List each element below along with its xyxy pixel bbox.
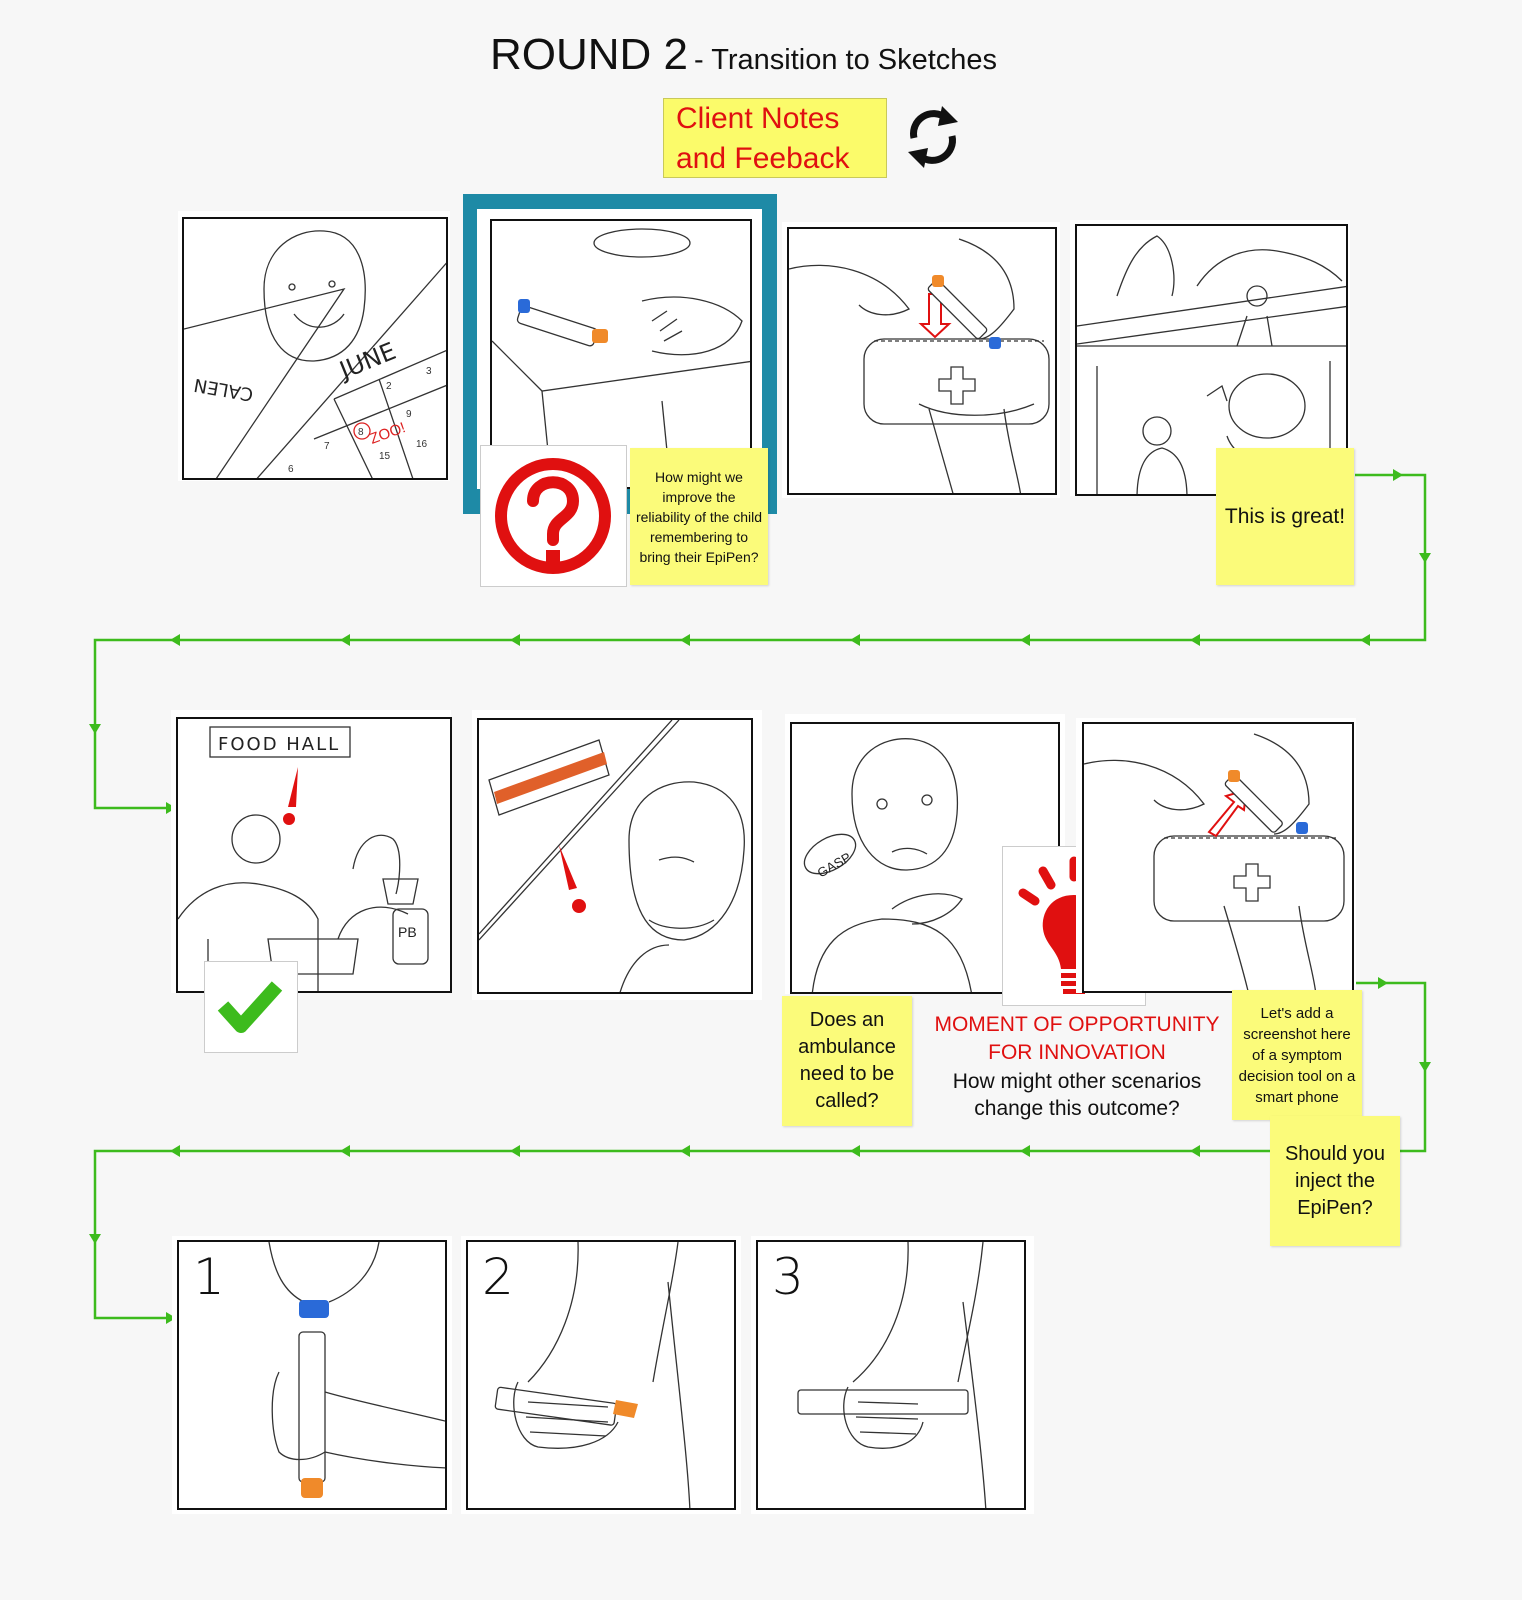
innovation-title-line1: MOMENT OF OPPORTUNITY	[934, 1013, 1220, 1036]
position-pen-sketch	[494, 1242, 691, 1508]
calendar-num-b: 3	[426, 366, 432, 377]
client-notes-label: Client Notes and Feeback	[663, 98, 887, 178]
innovation-question: How might other scenarios change this ou…	[926, 1068, 1228, 1122]
calendar-num-e: 15	[379, 451, 391, 462]
zoo-sketch	[1077, 235, 1346, 494]
orange-tip	[613, 1400, 638, 1418]
client-notes-line2: and Feeback	[676, 142, 850, 175]
question-icon-card	[480, 445, 627, 587]
calendar-zoo-note: ZOO!	[368, 419, 408, 448]
remove-cap-sketch	[268, 1242, 445, 1498]
innovation-title: MOMENT OF OPPORTUNITY FOR INNOVATION	[926, 1011, 1228, 1067]
storyboard-panel-reaction	[477, 718, 753, 994]
sticky-note-inject: Should you inject the EpiPen?	[1270, 1116, 1400, 1246]
step-number-3: 3	[772, 1248, 804, 1306]
date-circle	[353, 422, 371, 440]
step-panel-1: 1	[177, 1240, 447, 1510]
checkmark-icon	[217, 981, 283, 1033]
blue-safety-cap	[299, 1300, 329, 1318]
food-hall-sketch: FOOD HALL PB	[178, 726, 429, 991]
epipen-on-table-sketch	[492, 228, 750, 487]
sticky-note-reliability: How might we improve the reliability of …	[630, 448, 768, 585]
calendar-num-d: 7	[324, 441, 330, 452]
question-mark-icon	[495, 458, 611, 574]
sticky-note-great: This is great!	[1216, 448, 1354, 585]
gasp-text: GASP	[815, 849, 854, 880]
innovation-question-line1: How might other scenarios	[952, 1070, 1202, 1093]
innovation-title-line2: FOR INNOVATION	[988, 1041, 1166, 1064]
step-panel-2: 2	[466, 1240, 736, 1510]
peanut-butter-jar-label: PB	[398, 924, 417, 940]
calendar-word: CALEN	[192, 374, 254, 405]
bag-return-sketch	[1084, 733, 1345, 991]
allergic-reaction-sketch	[479, 720, 745, 992]
storyboard-panel-epipen-table	[490, 219, 752, 489]
step-number-1: 1	[193, 1248, 225, 1306]
title-subtitle: - Transition to Sketches	[694, 44, 998, 76]
storyboard-panel-bag	[787, 227, 1057, 495]
refresh-cycle-icon	[908, 106, 958, 168]
check-icon-card	[204, 961, 298, 1053]
calendar-month: JUNE	[334, 337, 400, 385]
calendar-num-f: 16	[416, 439, 428, 450]
storyboard-panel-food-hall: FOOD HALL PB	[176, 717, 452, 993]
alert-exclamation	[288, 767, 298, 807]
calendar-sketch: JUNE CALEN 8 ZOO! 2 3 9 7 15 16 6	[184, 230, 446, 478]
bag-sketch	[789, 238, 1050, 493]
innovation-question-line2: change this outcome?	[974, 1097, 1180, 1120]
calendar-date: 8	[358, 427, 364, 438]
calendar-num-c: 9	[406, 409, 412, 420]
client-notes-line1: Client Notes	[676, 102, 840, 135]
sticky-note-ambulance: Does an ambulance need to be called?	[782, 996, 912, 1126]
page-title: ROUND 2- Transition to Sketches	[490, 30, 997, 80]
storyboard-panel-bag-return	[1082, 722, 1354, 993]
sticky-note-screenshot: Let's add a screenshot here of a symptom…	[1232, 990, 1362, 1120]
storyboard-panel-calendar: JUNE CALEN 8 ZOO! 2 3 9 7 15 16 6	[182, 217, 448, 480]
calendar-num-a: 2	[386, 381, 392, 392]
calendar-num-g: 6	[288, 464, 294, 475]
inject-thigh-sketch	[797, 1242, 987, 1508]
food-hall-sign: FOOD HALL	[218, 734, 340, 755]
step-panel-3: 3	[756, 1240, 1026, 1510]
reaction-exclamation	[559, 845, 577, 890]
orange-tip	[301, 1478, 323, 1498]
step-number-2: 2	[482, 1248, 514, 1306]
gasp-sketch: GASP	[803, 738, 972, 992]
title-round: ROUND 2	[490, 30, 689, 79]
